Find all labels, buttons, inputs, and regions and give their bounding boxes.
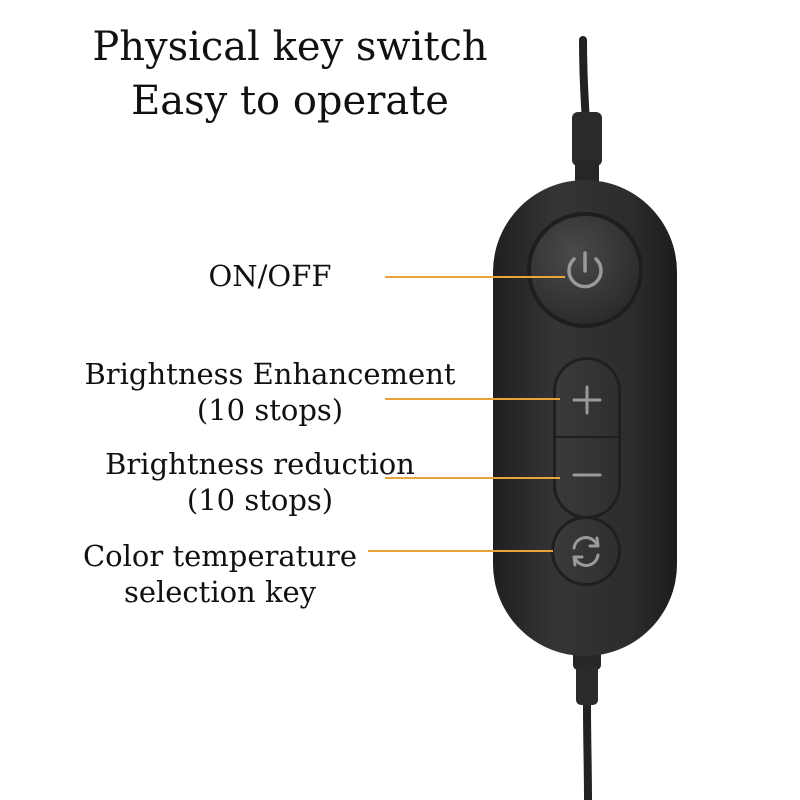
- callout-brightness-down-line2: (10 stops): [186, 483, 334, 517]
- page-title: Physical key switch: [92, 24, 488, 70]
- power-button[interactable]: [527, 212, 643, 328]
- cycle-icon: [572, 536, 600, 567]
- callout-brightness-down-line1: Brightness reduction: [105, 447, 415, 481]
- callout-on-off-text: ON/OFF: [208, 259, 332, 293]
- color-temperature-button[interactable]: [551, 516, 621, 586]
- leader-line-color-temp: [368, 550, 553, 552]
- cable-top: [572, 36, 602, 186]
- callout-color-temp-line1: Color temperature: [82, 539, 357, 573]
- callout-brightness-up-line1: Brightness Enhancement: [84, 357, 456, 391]
- callout-brightness-up: Brightness Enhancement (10 stops): [70, 356, 470, 428]
- minus-button[interactable]: [556, 438, 618, 516]
- callout-brightness-up-line2: (10 stops): [196, 393, 344, 427]
- leader-line-on-off: [385, 276, 565, 278]
- leader-line-brightness-down: [385, 477, 560, 479]
- plus-icon: [572, 385, 602, 415]
- plus-button[interactable]: [556, 360, 618, 437]
- callout-color-temp-line2: selection key: [123, 575, 317, 609]
- brightness-pad: [553, 357, 621, 519]
- page-subtitle: Easy to operate: [131, 78, 449, 124]
- leader-line-brightness-up: [385, 398, 560, 400]
- callout-brightness-down: Brightness reduction (10 stops): [80, 446, 440, 518]
- cable-bottom: [573, 640, 601, 800]
- power-icon: [567, 251, 603, 289]
- callout-color-temp: Color temperature selection key: [60, 538, 380, 610]
- callout-on-off: ON/OFF: [195, 258, 345, 294]
